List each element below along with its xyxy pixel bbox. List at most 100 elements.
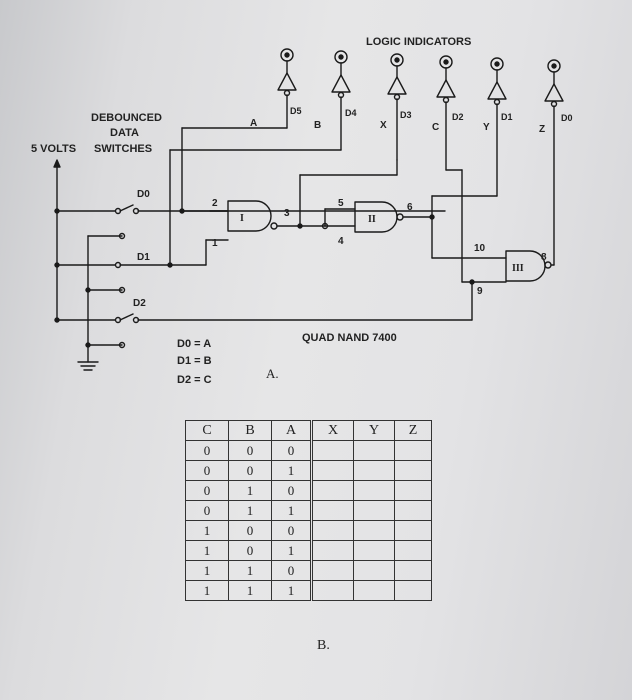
gate1-pin-in2: 1 bbox=[212, 238, 218, 249]
cell-x[interactable] bbox=[310, 560, 354, 581]
header-b: B bbox=[228, 420, 272, 441]
gate2-pin-in2: 4 bbox=[338, 236, 344, 247]
truth-table-header: C B A X Y Z bbox=[185, 420, 432, 441]
header-z: Z bbox=[394, 420, 432, 441]
figure-a-caption: A. bbox=[266, 366, 279, 381]
cell-c: 0 bbox=[185, 480, 229, 501]
cell-c: 1 bbox=[185, 540, 229, 561]
cell-c: 1 bbox=[185, 520, 229, 541]
nand-gate-3 bbox=[505, 250, 555, 282]
cell-x[interactable] bbox=[310, 500, 354, 521]
switch-label-d1: D1 bbox=[137, 252, 150, 263]
cell-z[interactable] bbox=[394, 580, 432, 601]
cell-y[interactable] bbox=[353, 560, 395, 581]
cell-y[interactable] bbox=[353, 580, 395, 601]
wire-c bbox=[445, 169, 507, 321]
wire-b bbox=[167, 149, 342, 268]
cell-x[interactable] bbox=[310, 460, 354, 481]
indicator-name-d0: D0 bbox=[561, 113, 573, 123]
cell-x[interactable] bbox=[310, 480, 354, 501]
cell-z[interactable] bbox=[394, 520, 432, 541]
cell-x[interactable] bbox=[310, 580, 354, 601]
ground-bus bbox=[77, 235, 123, 371]
nand-gate-2 bbox=[299, 201, 433, 233]
cell-z[interactable] bbox=[394, 460, 432, 481]
indicator-signal-c: C bbox=[432, 122, 439, 133]
power-bus bbox=[53, 159, 116, 323]
switch-d1 bbox=[114, 261, 207, 294]
cell-c: 1 bbox=[185, 580, 229, 601]
cell-y[interactable] bbox=[353, 540, 395, 561]
gate3-pin-in1: 10 bbox=[474, 243, 486, 254]
indicator-name-d1: D1 bbox=[501, 112, 513, 122]
indicator-d4 bbox=[331, 50, 351, 151]
switches-label: SWITCHES bbox=[94, 143, 152, 155]
indicator-name-d5: D5 bbox=[290, 106, 302, 116]
cell-b: 1 bbox=[228, 560, 272, 581]
header-a: A bbox=[271, 420, 312, 441]
cell-z[interactable] bbox=[394, 480, 432, 501]
cell-b: 0 bbox=[228, 460, 272, 481]
five-volts-label: 5 VOLTS bbox=[31, 143, 76, 155]
indicator-d5 bbox=[277, 48, 297, 129]
cell-a: 0 bbox=[271, 560, 312, 581]
cell-a: 1 bbox=[271, 540, 312, 561]
cell-x[interactable] bbox=[310, 540, 354, 561]
data-label: DATA bbox=[110, 127, 139, 139]
wire-gate2-to-gate3 bbox=[431, 216, 507, 259]
gate1-label: I bbox=[240, 213, 244, 224]
gate1-pin-out: 3 bbox=[284, 208, 290, 219]
indicator-name-d3: D3 bbox=[400, 110, 412, 120]
cell-x[interactable] bbox=[310, 520, 354, 541]
cell-y[interactable] bbox=[353, 500, 395, 521]
gate2-label: II bbox=[368, 214, 376, 225]
gate2-pin-out: 6 bbox=[407, 202, 413, 213]
indicator-name-d4: D4 bbox=[345, 108, 357, 118]
cell-x[interactable] bbox=[310, 440, 354, 461]
cell-z[interactable] bbox=[394, 500, 432, 521]
cell-y[interactable] bbox=[353, 460, 395, 481]
header-y: Y bbox=[353, 420, 395, 441]
cell-z[interactable] bbox=[394, 540, 432, 561]
cell-y[interactable] bbox=[353, 520, 395, 541]
cell-b: 1 bbox=[228, 580, 272, 601]
switch-label-d2: D2 bbox=[133, 298, 146, 309]
cell-c: 0 bbox=[185, 460, 229, 481]
gate1-pin-in1: 2 bbox=[212, 198, 218, 209]
quad-nand-label: QUAD NAND 7400 bbox=[302, 332, 397, 344]
header-c: C bbox=[185, 420, 229, 441]
cell-a: 1 bbox=[271, 460, 312, 481]
cell-z[interactable] bbox=[394, 560, 432, 581]
cell-y[interactable] bbox=[353, 480, 395, 501]
cell-b: 1 bbox=[228, 500, 272, 521]
gate3-pin-in2: 9 bbox=[477, 286, 483, 297]
indicator-signal-z: Z bbox=[539, 124, 545, 135]
indicator-d2 bbox=[436, 55, 456, 171]
logic-circuit-diagram: LOGIC INDICATORS DEBOUNCED DATA 5 VOLTS … bbox=[31, 36, 573, 386]
indicator-signal-a: A bbox=[250, 118, 257, 129]
cell-z[interactable] bbox=[394, 440, 432, 461]
mapping-line-2: D1 = B bbox=[177, 355, 212, 367]
cell-y[interactable] bbox=[353, 440, 395, 461]
switch-d2 bbox=[114, 313, 473, 349]
cell-a: 0 bbox=[271, 520, 312, 541]
debounced-label: DEBOUNCED bbox=[91, 112, 162, 124]
cell-b: 1 bbox=[228, 480, 272, 501]
logic-indicators-label: LOGIC INDICATORS bbox=[366, 36, 471, 48]
indicator-signal-y: Y bbox=[483, 122, 490, 133]
gate3-label: III bbox=[512, 263, 524, 274]
nand-gate-1 bbox=[209, 200, 301, 232]
indicator-d1 bbox=[487, 57, 507, 197]
indicator-name-d2: D2 bbox=[452, 112, 464, 122]
cell-a: 0 bbox=[271, 440, 312, 461]
indicator-d3 bbox=[387, 53, 407, 161]
